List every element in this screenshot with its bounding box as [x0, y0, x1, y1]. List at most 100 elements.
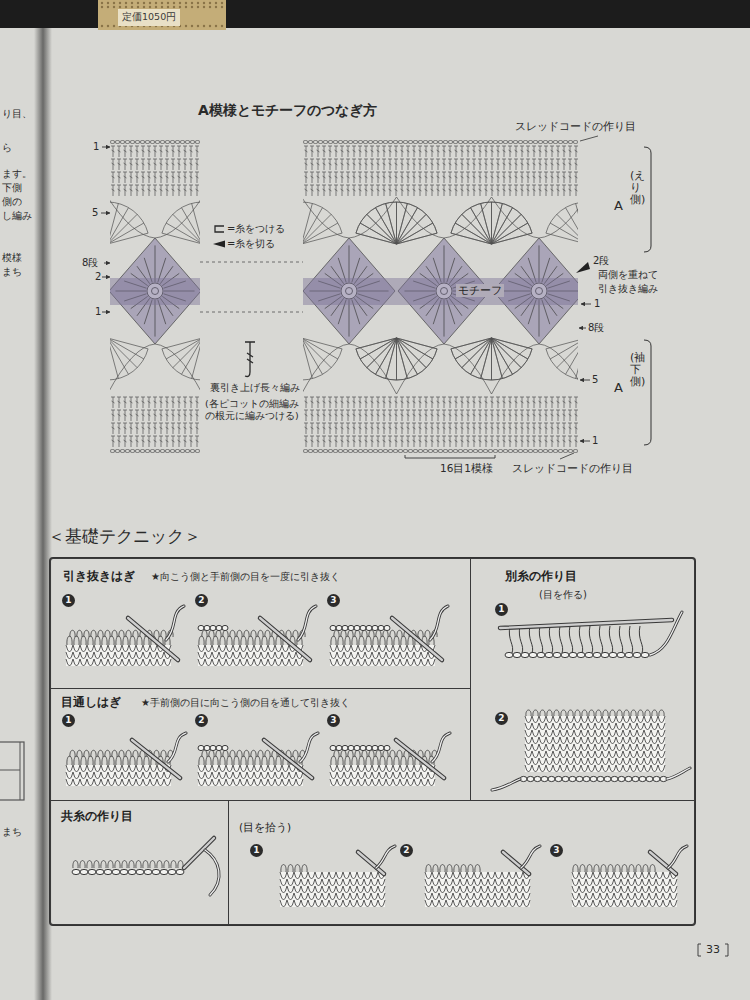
technique-panel: 目通しはぎ★手前側の目に向こう側の目を通して引き抜く: [50, 688, 471, 801]
fabric-ground: [66, 765, 171, 786]
row-arrow: [104, 263, 110, 264]
chart-label: ます。: [2, 168, 32, 180]
bracket: [644, 147, 651, 252]
fabric-ground: [280, 872, 385, 907]
chart-label: 側の: [2, 196, 22, 208]
step-number: 1: [62, 714, 75, 727]
chart-label: 下側: [2, 182, 22, 194]
chart-label: まち: [2, 826, 22, 838]
foundation-chain: [110, 141, 200, 453]
diagram-title: A模様とモチーフのつなぎ方: [198, 102, 377, 119]
panel-heading: 別糸の作り目: [505, 569, 577, 583]
chart-label: 両側を重ねて: [598, 269, 658, 281]
chart-label: 模様: [2, 252, 22, 264]
needle: [128, 618, 178, 660]
legend-item: 裏引き上げ長々編み: [210, 338, 300, 395]
panel-note: (目を拾う): [239, 821, 291, 834]
step-number: 3: [550, 844, 563, 857]
chart-label: 1: [594, 298, 600, 310]
row-arrow: [101, 213, 110, 214]
stitch-loops: [73, 861, 183, 869]
stitch-loops: [573, 865, 655, 873]
fabric-ground: [66, 645, 171, 666]
fabric-ground: [572, 872, 677, 907]
stitch-columns: [111, 146, 199, 447]
step-number: 1: [495, 603, 508, 616]
knit-stitches: [425, 872, 530, 907]
left-page-figure-line: [0, 742, 20, 800]
yarn-shine: [650, 612, 682, 655]
knit-stitches: [280, 872, 385, 907]
left-page-figure: [0, 742, 24, 800]
panel-heading: 共糸の作り目: [61, 809, 133, 823]
chart-label: り目、: [2, 108, 32, 120]
yarn-shine: [205, 850, 219, 895]
yarn: [650, 612, 682, 655]
chart-label: 16目1模様: [440, 462, 493, 475]
row-arrow: [102, 312, 110, 313]
chain-row: [330, 625, 390, 630]
needle-shine: [260, 618, 310, 660]
side-label: (袖下側): [630, 352, 641, 388]
fabric-ground: [330, 765, 435, 786]
needle-shine: [396, 740, 444, 778]
guide-dashed: [200, 312, 303, 313]
leader-line: [580, 136, 598, 141]
chart-label: 引き抜き編み: [598, 283, 658, 295]
chart-label: 5: [92, 207, 98, 219]
stitch-loops: [281, 865, 307, 873]
stitch-loops: [426, 865, 480, 873]
chart-label: し編み: [2, 210, 32, 222]
chart-label: 1: [93, 141, 99, 153]
row-arrow: [580, 441, 590, 442]
yarn-cut-symbol: [213, 241, 225, 248]
step-number: 1: [62, 594, 75, 607]
repeat-bracket: [405, 455, 495, 458]
yarn-shine: [166, 606, 184, 640]
knit-stitches: [525, 716, 665, 772]
price-tag: 定価1050円: [118, 9, 180, 26]
chart-label: 33: [706, 943, 720, 956]
fan-stitches: [110, 197, 200, 394]
yarn: [168, 733, 186, 762]
yarn: [492, 768, 690, 790]
needle: [132, 740, 180, 778]
stitch-loops: [202, 750, 305, 757]
needle-shine: [264, 740, 312, 778]
chart-label: スレッドコードの作り目: [512, 462, 633, 475]
tag-ground: [98, 0, 226, 30]
knit-stitches: [66, 765, 171, 786]
yarn: [432, 733, 450, 762]
motif-band: [110, 278, 200, 305]
yarn: [300, 733, 318, 762]
legend-item: =糸をつける: [212, 222, 285, 236]
technique-panel: 別糸の作り目 (目を作る): [470, 558, 695, 801]
fabric-ground: [330, 645, 435, 666]
foundation-chain: [303, 140, 578, 452]
needle-shine: [500, 620, 672, 628]
needle-shine: [392, 618, 442, 660]
technique-figures: [50, 558, 695, 925]
knit-stitches: [66, 645, 171, 666]
row-arrow: [579, 328, 586, 329]
step-number: 2: [400, 844, 413, 857]
chart-label: 1: [592, 435, 598, 447]
cast-on-loops: [509, 626, 642, 653]
band-label: モチーフ: [456, 284, 504, 297]
technique-panel: 引き抜きはぎ★向こう側と手前側の目を一度に引き抜く: [50, 558, 471, 689]
step-number: 2: [195, 714, 208, 727]
row-arrow: [102, 147, 110, 148]
chart-label: A: [614, 198, 623, 214]
yarn: [668, 846, 687, 868]
motif-band: モチーフ: [303, 278, 578, 305]
panel-note: (目を作る): [539, 589, 587, 601]
yarn: [376, 846, 395, 868]
panel-note: ★手前側の目に向こう側の目を通して引き抜く: [141, 697, 350, 709]
yarn-shine: [521, 846, 540, 868]
step-number: 1: [250, 844, 263, 857]
row-arrow: [102, 277, 110, 278]
chart-label: 2: [95, 271, 101, 283]
yarn-shine: [300, 733, 318, 762]
stitch-loops: [202, 630, 305, 637]
